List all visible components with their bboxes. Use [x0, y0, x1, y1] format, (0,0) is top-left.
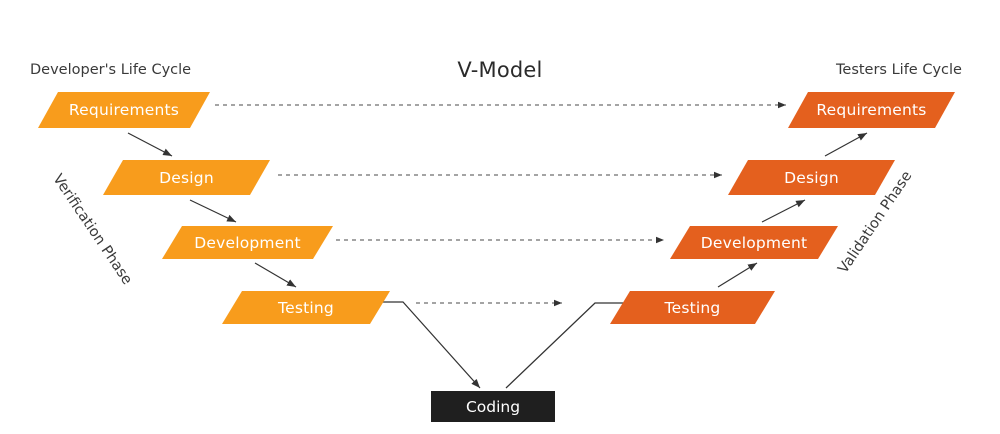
developer-lifecycle-title: Developer's Life Cycle: [30, 62, 192, 78]
verification-validation-links: [215, 101, 786, 307]
stage-tester-testing[interactable]: Testing: [610, 291, 775, 324]
page-title: V-Model: [457, 58, 543, 82]
stage-developer-development[interactable]: Development: [162, 226, 333, 259]
stage-developer-requirements[interactable]: Requirements: [38, 92, 210, 128]
developer-flow-arrows: [127, 132, 297, 288]
tester-flow-arrows: [717, 132, 868, 288]
stage-coding[interactable]: Coding: [431, 391, 555, 422]
testers-lifecycle-title: Testers Life Cycle: [836, 62, 962, 78]
stage-tester-design[interactable]: Design: [728, 160, 895, 195]
stage-tester-requirements[interactable]: Requirements: [788, 92, 955, 128]
stage-tester-development[interactable]: Development: [670, 226, 838, 259]
coding-connectors: [378, 299, 645, 389]
stage-developer-design[interactable]: Design: [103, 160, 270, 195]
stage-developer-testing[interactable]: Testing: [222, 291, 390, 324]
